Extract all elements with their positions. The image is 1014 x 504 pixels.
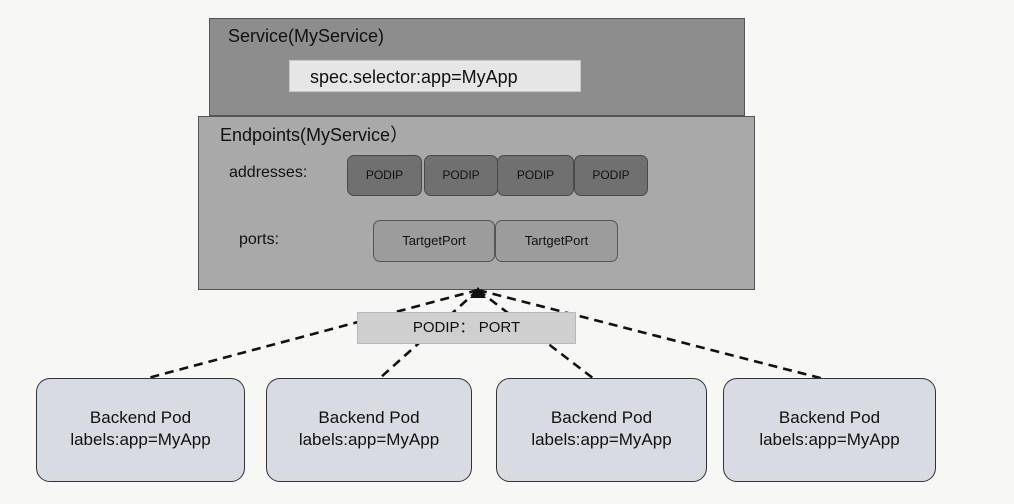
address-chip: PODIP bbox=[424, 155, 498, 196]
backend-pod: Backend Pod labels:app=MyApp bbox=[723, 378, 936, 482]
backend-pod: Backend Pod labels:app=MyApp bbox=[496, 378, 707, 482]
pod-name: Backend Pod bbox=[318, 408, 420, 427]
podip-port-label: PODIP： PORT bbox=[357, 312, 576, 344]
pod-labels: labels:app=MyApp bbox=[759, 430, 900, 449]
port-chip: TartgetPort bbox=[495, 220, 618, 262]
backend-pod: Backend Pod labels:app=MyApp bbox=[266, 378, 472, 482]
port-chip: TartgetPort bbox=[373, 220, 495, 262]
service-selector: spec.selector:app=MyApp bbox=[289, 60, 581, 92]
pod-name: Backend Pod bbox=[550, 408, 653, 427]
ports-label: ports: bbox=[239, 231, 280, 248]
address-chip: PODIP bbox=[347, 155, 422, 196]
connector-line bbox=[147, 288, 479, 380]
pod-labels: labels:app=MyApp bbox=[298, 430, 440, 449]
pod-name: Backend Pod bbox=[778, 408, 881, 427]
address-chip: PODIP bbox=[574, 155, 648, 196]
addresses-label: addresses: bbox=[229, 164, 308, 181]
connector-line bbox=[477, 288, 829, 382]
pod-labels: labels:app=MyApp bbox=[70, 430, 211, 449]
pod-labels: labels:app=MyApp bbox=[531, 430, 672, 449]
endpoints-title: Endpoints(MyService） bbox=[220, 125, 409, 145]
arrow-up-icon bbox=[470, 287, 486, 298]
service-title: Service(MyService) bbox=[228, 26, 385, 46]
pod-name: Backend Pod bbox=[89, 408, 192, 427]
backend-pod: Backend Pod labels:app=MyApp bbox=[36, 378, 245, 482]
address-chip: PODIP bbox=[497, 155, 574, 196]
